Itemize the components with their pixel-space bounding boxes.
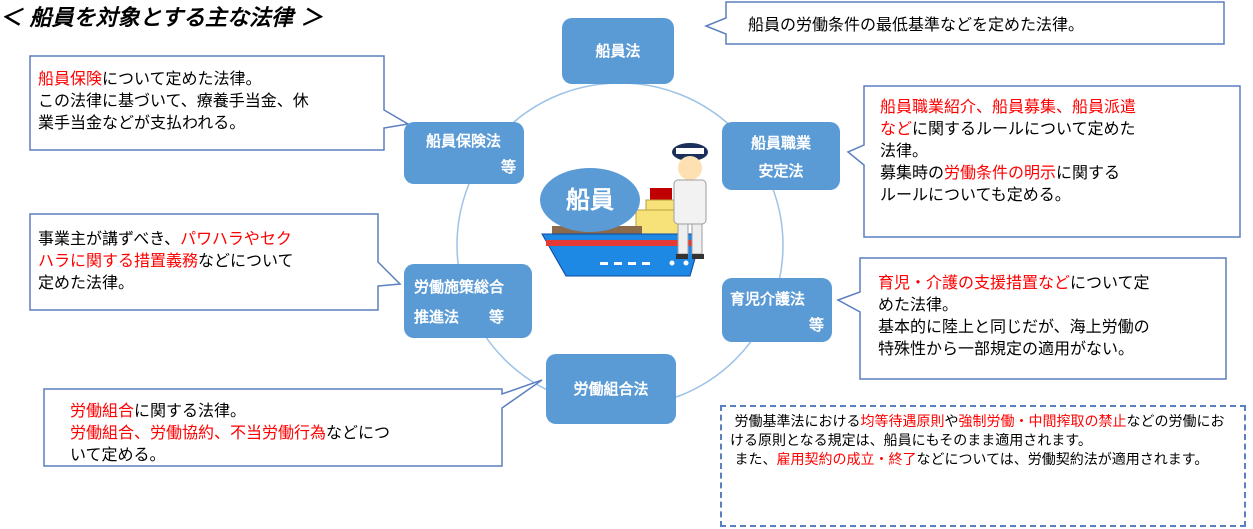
callout-box-shokugyo bbox=[846, 85, 1241, 238]
node-shokugyo-antei-ho: 船員職業 安定法 bbox=[722, 122, 840, 190]
node-rodo-sesaku-sogo-suishin-ho: 労働施策総合 推進法 等 bbox=[404, 264, 532, 338]
callout-rodo-sesaku: 事業主が講ずべき、パワハラやセク ハラに関する措置義務などについて 定めた法律。 bbox=[38, 229, 294, 292]
node-rodo-kumiai-ho: 労働組合法 bbox=[546, 354, 676, 424]
node-senin-ho: 船員法 bbox=[562, 18, 674, 84]
center-label-senin: 船員 bbox=[540, 168, 640, 232]
callout-box-hoken bbox=[29, 55, 411, 151]
callout-box-senin-ho bbox=[703, 1, 1225, 45]
callout-senin-ho: 船員の労働条件の最低基準などを定めた法律。 bbox=[748, 15, 1085, 34]
callout-ikuji: 育児・介護の支援措置などについて定 めた法律。 基本的に陸上と同じだが、海上労働… bbox=[878, 273, 1150, 358]
callout-hoken: 船員保険について定めた法律。 この法律に基づいて、療養手当金、休 業手当金などが… bbox=[38, 69, 309, 132]
node-ikuji-kaigo-ho: 育児介護法 等 bbox=[722, 278, 832, 342]
diagram-title: ＜ 船員を対象とする主な法律 ＞ bbox=[0, 6, 323, 31]
node-senin-hoken-ho: 船員保険法 等 bbox=[404, 122, 524, 184]
callout-shokugyo: 船員職業紹介、船員募集、船員派遣 などに関するルールについて定めた 法律。 募集… bbox=[880, 97, 1137, 204]
note-rodo-kijun-ho: 労働基準法における均等待遇原則や強制労働・中間搾取の禁止などの労働における原則と… bbox=[720, 405, 1246, 527]
sailor-illustration bbox=[672, 143, 708, 259]
callout-box-kumiai bbox=[43, 379, 543, 467]
callout-box-rodo-sesaku bbox=[29, 213, 402, 311]
callout-box-ikuji bbox=[836, 257, 1227, 380]
callout-kumiai: 労働組合に関する法律。 労働組合、労働協約、不当労働行為などにつ いて定める。 bbox=[70, 401, 391, 464]
